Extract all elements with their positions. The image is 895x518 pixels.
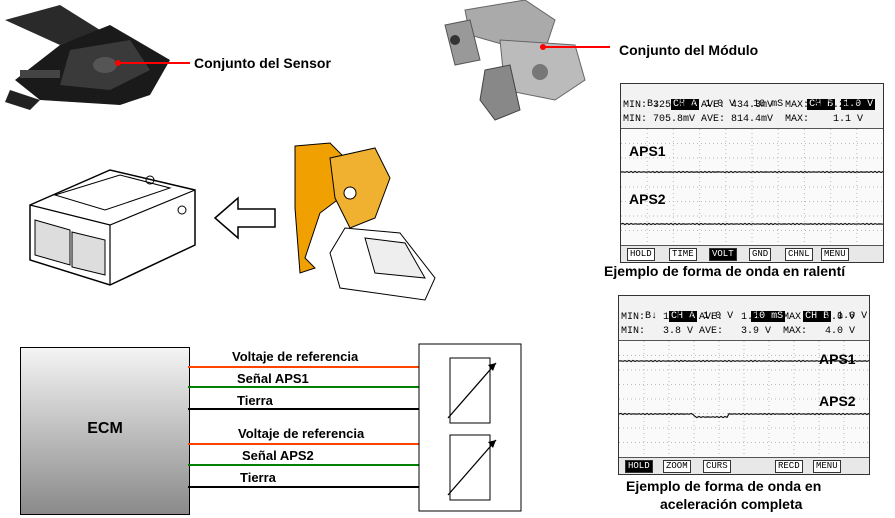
scope-idle-trace2-label: APS2 (629, 191, 666, 207)
sensor-assembly-label: Conjunto del Sensor (194, 55, 331, 71)
signal-arrow-icon (213, 196, 276, 240)
scope-trace-2 (619, 412, 869, 419)
scope-idle-row2: MIN: 705.8mV AVE: 814.4mV MAX: 1.1 V (623, 114, 864, 125)
module-callout-line (540, 44, 610, 50)
scope-accel-row1: MIN: 1.1 V AVE: 1.8 V MAX: 2.0 V (621, 312, 856, 323)
scope-trace-2 (621, 222, 883, 226)
scope-idle-header: B↓ CH A 1.0 V 10 mS CH B 1.0 V (647, 99, 876, 110)
scope-accel-caption-line2: aceleración completa (660, 496, 803, 512)
scope-accel-header: B↓ CH A 1.0 V 10 mS CH B 1.0 V (645, 311, 868, 322)
scope-accel-btn-curs[interactable]: CURS (703, 460, 731, 473)
scope-idle-trace1-label: APS1 (629, 143, 666, 159)
wire-label-ref-voltage-2: Voltaje de referencia (238, 426, 365, 441)
aps-sensor-box (418, 343, 522, 512)
scope-accel-btn-hold[interactable]: HOLD (625, 460, 653, 473)
scope-idle-plot: APS1 APS2 (621, 128, 883, 246)
scope-idle-btn-time[interactable]: TIME (669, 248, 697, 261)
scope-accel-btn-menu[interactable]: MENU (813, 460, 841, 473)
wire-label-ground-1: Tierra (237, 393, 273, 408)
scope-accel-button-bar: HOLD ZOOM CURS RECD MENU (619, 458, 869, 474)
module-photo (444, 0, 586, 121)
scope-trace-1 (619, 359, 869, 363)
wire-label-aps1-signal: Señal APS1 (237, 371, 309, 386)
scope-accel-trace2-label: APS2 (819, 393, 856, 409)
scope-accel-btn-zoom[interactable]: ZOOM (663, 460, 691, 473)
pedal-sensor-photo (0, 0, 185, 120)
scope-idle-row1: MIN: 325.7mV AVE: 434.3mV MAX: 597.2mV (623, 100, 858, 111)
wire-label-aps2-signal: Señal APS2 (242, 448, 314, 463)
aps1-potentiometer-icon (449, 357, 491, 424)
scope-accel-btn-recd[interactable]: RECD (775, 460, 803, 473)
scope-accel-plot: APS1 APS2 (619, 340, 869, 458)
sensor-callout-line (115, 60, 190, 66)
wire-label-ref-voltage-1: Voltaje de referencia (232, 349, 359, 364)
ecm-label: ECM (87, 420, 123, 437)
scope-idle-btn-gnd[interactable]: GND (749, 248, 772, 261)
scope-idle-btn-menu[interactable]: MENU (821, 248, 849, 261)
module-assembly-label: Conjunto del Módulo (619, 42, 759, 58)
scope-trace-1 (621, 170, 883, 174)
scope-accel-caption-line1: Ejemplo de forma de onda en (626, 478, 822, 494)
scope-idle-button-bar: HOLD TIME VOLT GND CHNL MENU (621, 246, 883, 262)
scope-idle-caption: Ejemplo de forma de onda en ralentí (604, 263, 846, 279)
scope-accel-screen: B↓ CH A 1.0 V 10 mS CH B 1.0 V MIN: 1.1 … (618, 295, 870, 475)
scope-idle-screen: B↓ CH A 1.0 V 10 mS CH B 1.0 V MIN: 325.… (620, 83, 884, 263)
wire-label-ground-2: Tierra (240, 470, 276, 485)
pedal-assembly-drawing (294, 142, 436, 301)
scope-idle-btn-chnl[interactable]: CHNL (785, 248, 813, 261)
scope-idle-btn-volt[interactable]: VOLT (709, 248, 737, 261)
scope-accel-trace1-label: APS1 (819, 351, 856, 367)
scope-idle-btn-hold[interactable]: HOLD (627, 248, 655, 261)
ecm-unit-drawing (29, 169, 196, 286)
aps2-potentiometer-icon (449, 434, 491, 501)
scope-accel-row2: MIN: 3.8 V AVE: 3.9 V MAX: 4.0 V (621, 326, 856, 337)
ecm-box: ECM (20, 347, 190, 515)
